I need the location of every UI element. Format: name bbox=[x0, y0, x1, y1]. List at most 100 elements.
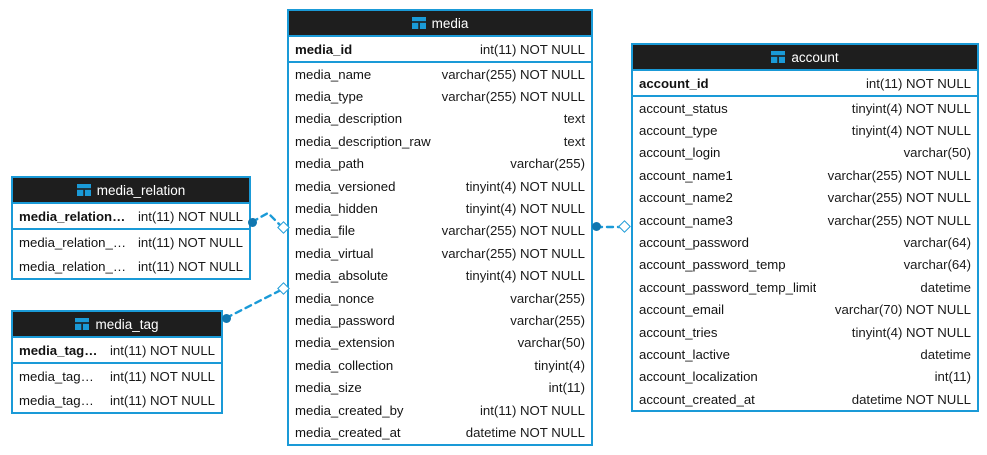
endpoint-account-target bbox=[618, 220, 631, 233]
column-name: account_type bbox=[639, 123, 718, 139]
column-name: media_description bbox=[295, 111, 403, 127]
table-icon bbox=[75, 318, 90, 330]
column-type: varchar(255) bbox=[510, 290, 585, 306]
column-type: int(11) NOT NULL bbox=[137, 258, 243, 274]
table-icon bbox=[76, 184, 91, 196]
column-name: media_nonce bbox=[295, 290, 375, 306]
table-media_tag-title: media_tag bbox=[95, 316, 159, 332]
table-row[interactable]: media_tag_src int(11) NOT NULL bbox=[13, 364, 221, 388]
column-name: account_password_temp_limit bbox=[639, 279, 817, 295]
column-type: tinyint(4) NOT NULL bbox=[465, 178, 585, 194]
table-account-rows: account_id int(11) NOT NULL account_stat… bbox=[633, 71, 977, 410]
table-media_tag[interactable]: media_tag media_tag_id int(11) NOT NULL … bbox=[11, 310, 223, 414]
column-name: media_name bbox=[295, 66, 372, 82]
column-type: varchar(255) bbox=[510, 312, 585, 328]
table-row[interactable]: account_name3 varchar(255) NOT NULL bbox=[633, 209, 977, 231]
column-type: varchar(50) bbox=[517, 335, 585, 351]
table-row[interactable]: account_id int(11) NOT NULL bbox=[633, 71, 977, 97]
column-name: account_tries bbox=[639, 324, 718, 340]
table-row[interactable]: media_relation_id int(11) NOT NULL bbox=[13, 204, 249, 230]
table-media[interactable]: media media_id int(11) NOT NULL media_na… bbox=[287, 9, 593, 446]
column-name: media_tag_id bbox=[19, 342, 100, 358]
table-row[interactable]: account_password_temp_limit datetime bbox=[633, 276, 977, 298]
column-name: media_collection bbox=[295, 357, 394, 373]
column-type: varchar(255) bbox=[510, 156, 585, 172]
table-media-title: media bbox=[431, 15, 469, 31]
column-type: int(11) NOT NULL bbox=[109, 342, 215, 358]
table-row[interactable]: media_file varchar(255) NOT NULL bbox=[289, 220, 591, 242]
endpoint-media_relation-source bbox=[248, 218, 257, 227]
table-row[interactable]: media_id int(11) NOT NULL bbox=[289, 37, 591, 63]
column-name: media_created_by bbox=[295, 402, 404, 418]
table-row[interactable]: media_path varchar(255) bbox=[289, 153, 591, 175]
table-media_relation-rows: media_relation_id int(11) NOT NULL media… bbox=[13, 204, 249, 278]
table-row[interactable]: media_password varchar(255) bbox=[289, 309, 591, 331]
column-type: datetime NOT NULL bbox=[851, 391, 971, 407]
column-name: media_absolute bbox=[295, 268, 389, 284]
table-media_tag-rows: media_tag_id int(11) NOT NULL media_tag_… bbox=[13, 338, 221, 412]
column-name: media_path bbox=[295, 156, 364, 172]
column-name: account_password_temp bbox=[639, 257, 786, 273]
column-name: account_localization bbox=[639, 369, 758, 385]
column-type: varchar(255) NOT NULL bbox=[827, 167, 971, 183]
column-name: media_password bbox=[295, 312, 395, 328]
column-name: account_created_at bbox=[639, 391, 755, 407]
edge-media_tag-media bbox=[224, 287, 285, 320]
table-row[interactable]: media_nonce varchar(255) bbox=[289, 287, 591, 309]
table-row[interactable]: account_created_at datetime NOT NULL bbox=[633, 388, 977, 410]
column-name: account_name3 bbox=[639, 212, 733, 228]
column-name: media_description_raw bbox=[295, 133, 431, 149]
table-account[interactable]: account account_id int(11) NOT NULL acco… bbox=[631, 43, 979, 413]
column-type: varchar(50) bbox=[903, 145, 971, 161]
column-type: datetime NOT NULL bbox=[465, 424, 585, 440]
column-type: tinyint(4) NOT NULL bbox=[851, 123, 971, 139]
table-media_relation[interactable]: media_relation media_relation_id int(11)… bbox=[11, 176, 251, 280]
column-name: account_lactive bbox=[639, 346, 730, 362]
column-type: varchar(255) NOT NULL bbox=[441, 223, 585, 239]
table-media_relation-title: media_relation bbox=[96, 182, 186, 198]
column-type: int(11) NOT NULL bbox=[137, 208, 243, 224]
column-name: media_file bbox=[295, 223, 356, 239]
column-type: int(11) NOT NULL bbox=[109, 368, 215, 384]
table-row[interactable]: media_tag_id int(11) NOT NULL bbox=[13, 338, 221, 364]
column-name: media_tag_dst bbox=[19, 392, 100, 408]
column-name: media_hidden bbox=[295, 201, 378, 217]
column-name: media_tag_src bbox=[19, 368, 100, 384]
column-type: datetime bbox=[920, 279, 971, 295]
column-type: varchar(255) NOT NULL bbox=[827, 212, 971, 228]
table-icon bbox=[411, 17, 426, 29]
table-row[interactable]: account_type tinyint(4) NOT NULL bbox=[633, 119, 977, 141]
table-media_tag-header: media_tag bbox=[13, 312, 221, 338]
table-media-header: media bbox=[289, 11, 591, 37]
table-row[interactable]: media_relation_dst int(11) NOT NULL bbox=[13, 254, 249, 278]
column-name: media_relation_dst bbox=[19, 258, 128, 274]
table-media_relation-header: media_relation bbox=[13, 178, 249, 204]
